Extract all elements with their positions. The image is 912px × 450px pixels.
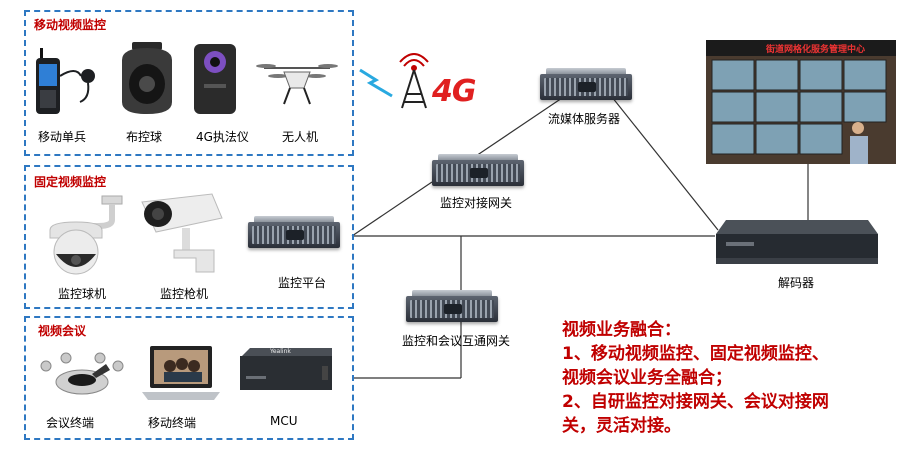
note-line-1: 1、移动视频监控、固定视频监控、: [562, 344, 829, 364]
group-title-mobile: 移动视频监控: [34, 18, 107, 32]
drone-icon: [256, 64, 338, 105]
link-gateway-stream: [469, 95, 566, 161]
deploy-ball-camera-icon: [122, 42, 172, 114]
video-wall-icon: [706, 40, 896, 164]
device-label-conference-terminal: 会议终端: [46, 416, 95, 430]
note-line-2: 视频会议业务全融合；: [562, 368, 732, 388]
decoder-label: 解码器: [778, 276, 815, 290]
conference-terminal-icon: [40, 352, 124, 395]
mcu-brand: Yealink: [270, 348, 291, 355]
group-mobile-video: 移动视频监控: [24, 10, 354, 156]
handheld-terminal-icon: [36, 48, 95, 114]
stream-server-icon: [540, 68, 632, 100]
device-label-ptz: 监控球机: [58, 287, 107, 301]
monitor-gateway-label: 监控对接网关: [440, 196, 513, 210]
device-label-platform: 监控平台: [278, 276, 327, 290]
stream-server-label: 流媒体服务器: [548, 112, 621, 126]
device-label-mcu: MCU: [270, 414, 298, 428]
fusion-note: 视频业务融合： 1、移动视频监控、固定视频监控、 视频会议业务全融合； 2、自研…: [562, 318, 892, 438]
bullet-camera-icon: [141, 193, 223, 273]
badge-4g: 4G: [432, 74, 476, 109]
group-title-conference: 视频会议: [38, 324, 87, 338]
ptz-dome-camera-icon: [49, 195, 123, 275]
note-line-3: 2、自研监控对接网关、会议对接网: [562, 392, 829, 412]
group-fixed-video: 固定视频监控: [24, 165, 354, 309]
laptop-terminal-icon: [142, 346, 220, 400]
video-wall-banner: 街道网格化服务管理中心: [766, 45, 866, 55]
device-label-mobile-terminal: 移动终端: [148, 416, 197, 430]
decoder-icon: [716, 220, 878, 264]
device-label-soldier: 移动单兵: [38, 130, 87, 144]
note-line-4: 关，灵活对接。: [562, 416, 681, 436]
link-stream-decoder: [599, 81, 719, 231]
group-title-fixed: 固定视频监控: [34, 175, 107, 189]
device-label-bullet: 监控枪机: [160, 287, 209, 301]
link-platform-gateway: [351, 181, 433, 237]
interop-gateway-icon: [406, 290, 498, 322]
device-label-drone: 无人机: [282, 130, 319, 144]
device-label-bodycam: 4G执法仪: [196, 130, 249, 144]
device-label-ball: 布控球: [126, 130, 163, 144]
mcu-device-icon: [240, 348, 332, 390]
interop-gateway-label: 监控和会议互通网关: [402, 334, 511, 348]
cell-tower-icon: [399, 53, 429, 109]
group-video-conference: 视频会议: [24, 316, 354, 440]
monitor-gateway-icon: [432, 154, 524, 186]
wireless-bolt-icon: [359, 68, 393, 98]
monitor-platform-server-icon: [248, 216, 340, 248]
note-heading: 视频业务融合：: [562, 320, 681, 340]
bodycam-icon: [194, 44, 236, 114]
